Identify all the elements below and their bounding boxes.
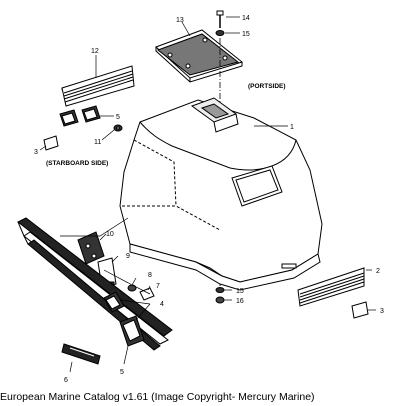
guide-lines xyxy=(60,217,151,295)
part-14-screw xyxy=(216,10,224,28)
part-2-decal-strip xyxy=(297,267,365,307)
callout-1: 1 xyxy=(290,124,294,131)
callout-11: 11 xyxy=(94,139,101,146)
part-16-nut xyxy=(215,296,225,304)
part-5-pads-upper xyxy=(59,105,101,127)
part-3-decal-left xyxy=(43,135,59,151)
callout-2: 2 xyxy=(376,268,380,275)
label-starboard-side: (STARBOARD SIDE) xyxy=(46,160,108,167)
part-15-washer-top xyxy=(215,30,225,36)
callout-3-right: 3 xyxy=(380,308,384,315)
callout-14: 14 xyxy=(242,15,250,22)
part-15-washer-bottom xyxy=(215,287,225,293)
callout-16: 16 xyxy=(236,298,244,305)
callout-6: 6 xyxy=(64,377,68,384)
leader-lines xyxy=(39,16,376,373)
part-11-grommet xyxy=(113,124,123,132)
callout-8: 8 xyxy=(148,272,152,279)
part-1-cowl xyxy=(119,97,323,291)
part-8-nut xyxy=(127,284,137,292)
part-6-emblem xyxy=(61,343,101,365)
part-10-bracket xyxy=(77,231,105,265)
label-portside: (PORTSIDE) xyxy=(248,83,286,90)
callout-15-top: 15 xyxy=(242,31,250,38)
callout-5-lower: 5 xyxy=(120,369,124,376)
part-5-pads-lower xyxy=(103,291,145,347)
callout-12: 12 xyxy=(91,48,99,55)
callout-7: 7 xyxy=(156,283,160,290)
part-3-decal-right xyxy=(351,301,369,319)
callout-10: 10 xyxy=(106,231,114,238)
image-caption: European Marine Catalog v1.61 (Image Cop… xyxy=(0,391,315,403)
callout-13: 13 xyxy=(176,17,184,24)
callout-5-upper: 5 xyxy=(116,114,120,121)
callout-15-bottom: 15 xyxy=(236,288,244,295)
callout-9: 9 xyxy=(126,253,130,260)
callout-3-left: 3 xyxy=(34,149,38,156)
callout-4: 4 xyxy=(160,301,164,308)
part-13-top-plate xyxy=(155,29,244,83)
part-12-decal-strip xyxy=(61,65,135,107)
